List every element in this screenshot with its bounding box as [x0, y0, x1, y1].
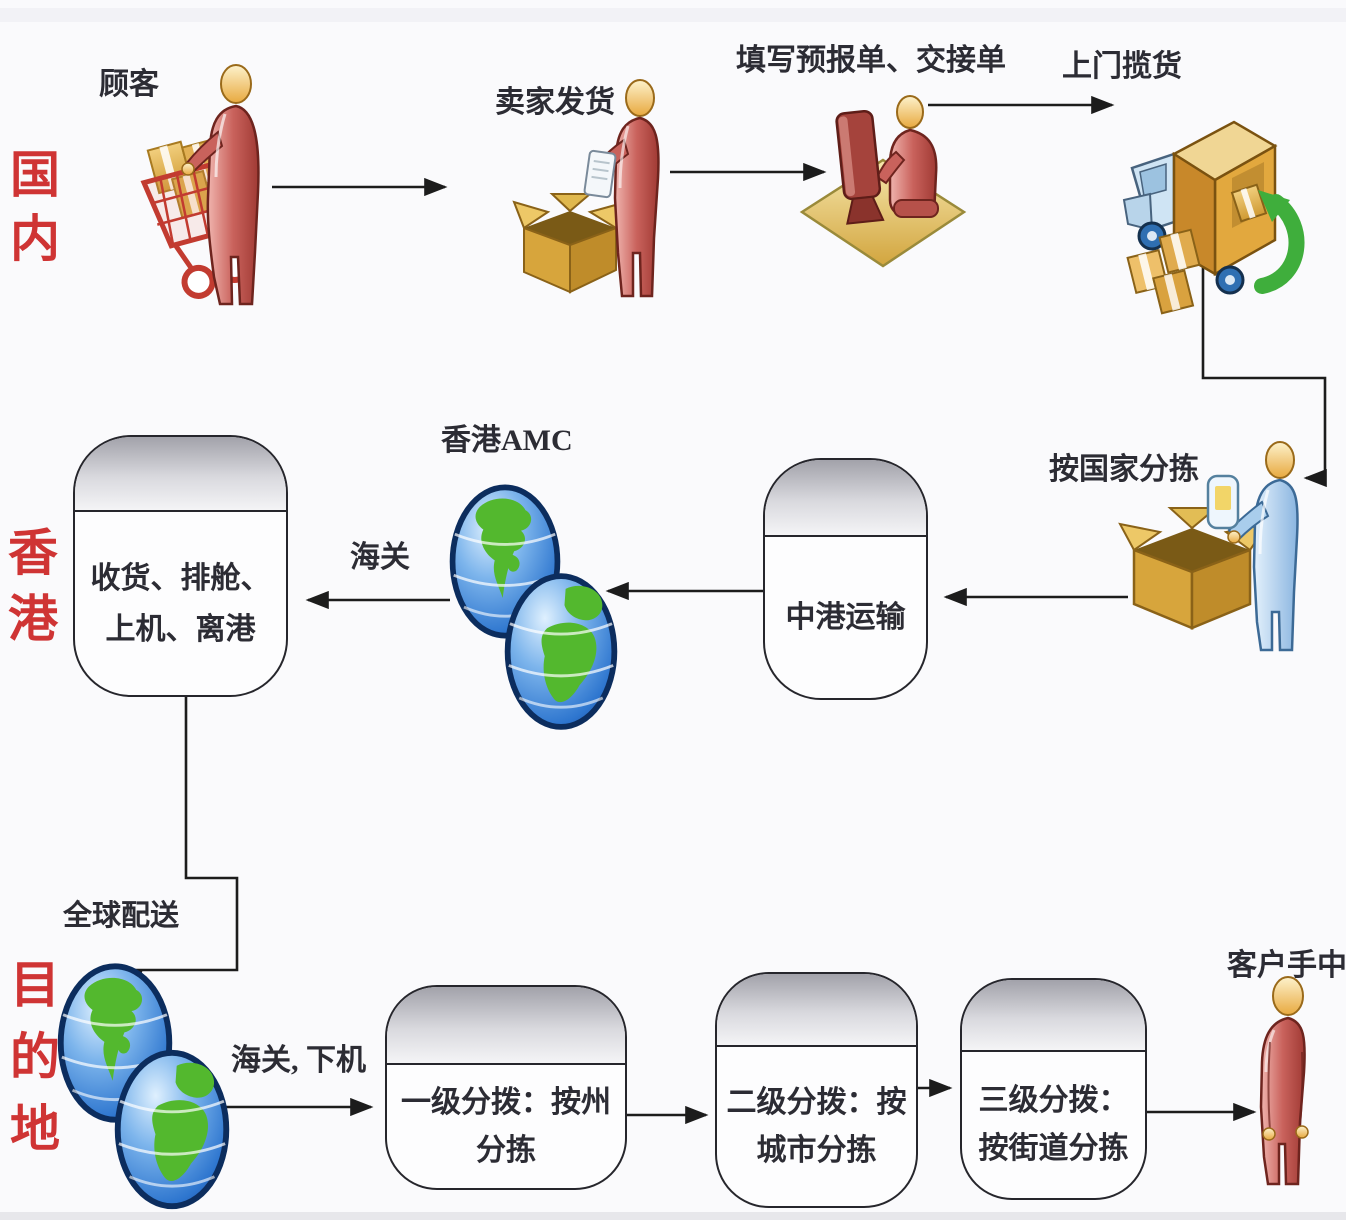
seller-label: 卖家发货 — [495, 86, 615, 119]
flow-box-level2-label: 二级分拨：按城市分拣 — [726, 1085, 907, 1167]
form-label: 填写预报单、交接单 — [736, 44, 1006, 77]
global-delivery-label: 全球配送 — [63, 900, 180, 932]
flow-box-level3-distribution: 三级分拨：按街道分拣 — [960, 978, 1147, 1200]
flow-box-header — [962, 980, 1145, 1052]
flow-box-china-hk-transport-label: 中港运输 — [785, 601, 906, 634]
customer-shopping-cart-icon — [140, 64, 260, 306]
computer-desk-icon — [799, 95, 967, 268]
flow-box-level3-label: 三级分拨：按街道分拣 — [978, 1084, 1129, 1165]
flow-box-header — [387, 987, 625, 1065]
customs-deplane-label: 海关, 下机 — [231, 1044, 366, 1077]
flow-box-receive-depart: 收货、排舱、上机、离港 — [73, 435, 288, 697]
flow-box-receive-depart-label: 收货、排舱、上机、离港 — [90, 561, 271, 646]
pickup-truck-icon — [1122, 120, 1305, 315]
flow-box-china-hk-transport: 中港运输 — [763, 458, 928, 700]
final-customer-icon — [1259, 976, 1309, 1186]
sort-by-country-label: 按国家分拣 — [1049, 453, 1199, 486]
globe-africa-icon — [113, 1046, 231, 1213]
globe-africa-icon — [503, 568, 619, 735]
flow-box-level2-distribution: 二级分拨：按城市分拣 — [715, 972, 918, 1208]
arrow-receive-to-global — [124, 697, 239, 993]
flow-box-level1-label: 一级分拨：按州分拣 — [401, 1085, 611, 1167]
flow-box-header — [717, 974, 916, 1047]
sort-by-country-person-icon — [1118, 441, 1299, 652]
seller-open-box-icon — [512, 79, 660, 298]
hk-amc-label: 香港AMC — [441, 424, 573, 457]
flow-box-header — [765, 460, 926, 537]
flow-box-header — [75, 437, 286, 512]
background-band-top — [0, 8, 1346, 22]
background-band-bottom — [0, 1212, 1346, 1220]
customer-label: 顾客 — [99, 68, 159, 101]
flow-box-level1-distribution: 一级分拨：按州分拣 — [385, 985, 627, 1190]
region-label-domestic: 国内 — [3, 148, 59, 276]
region-label-destination: 目的地 — [3, 958, 59, 1174]
pickup-label: 上门揽货 — [1062, 50, 1182, 83]
region-label-hongkong: 香港 — [1, 526, 57, 658]
customs-label: 海关 — [350, 541, 410, 574]
